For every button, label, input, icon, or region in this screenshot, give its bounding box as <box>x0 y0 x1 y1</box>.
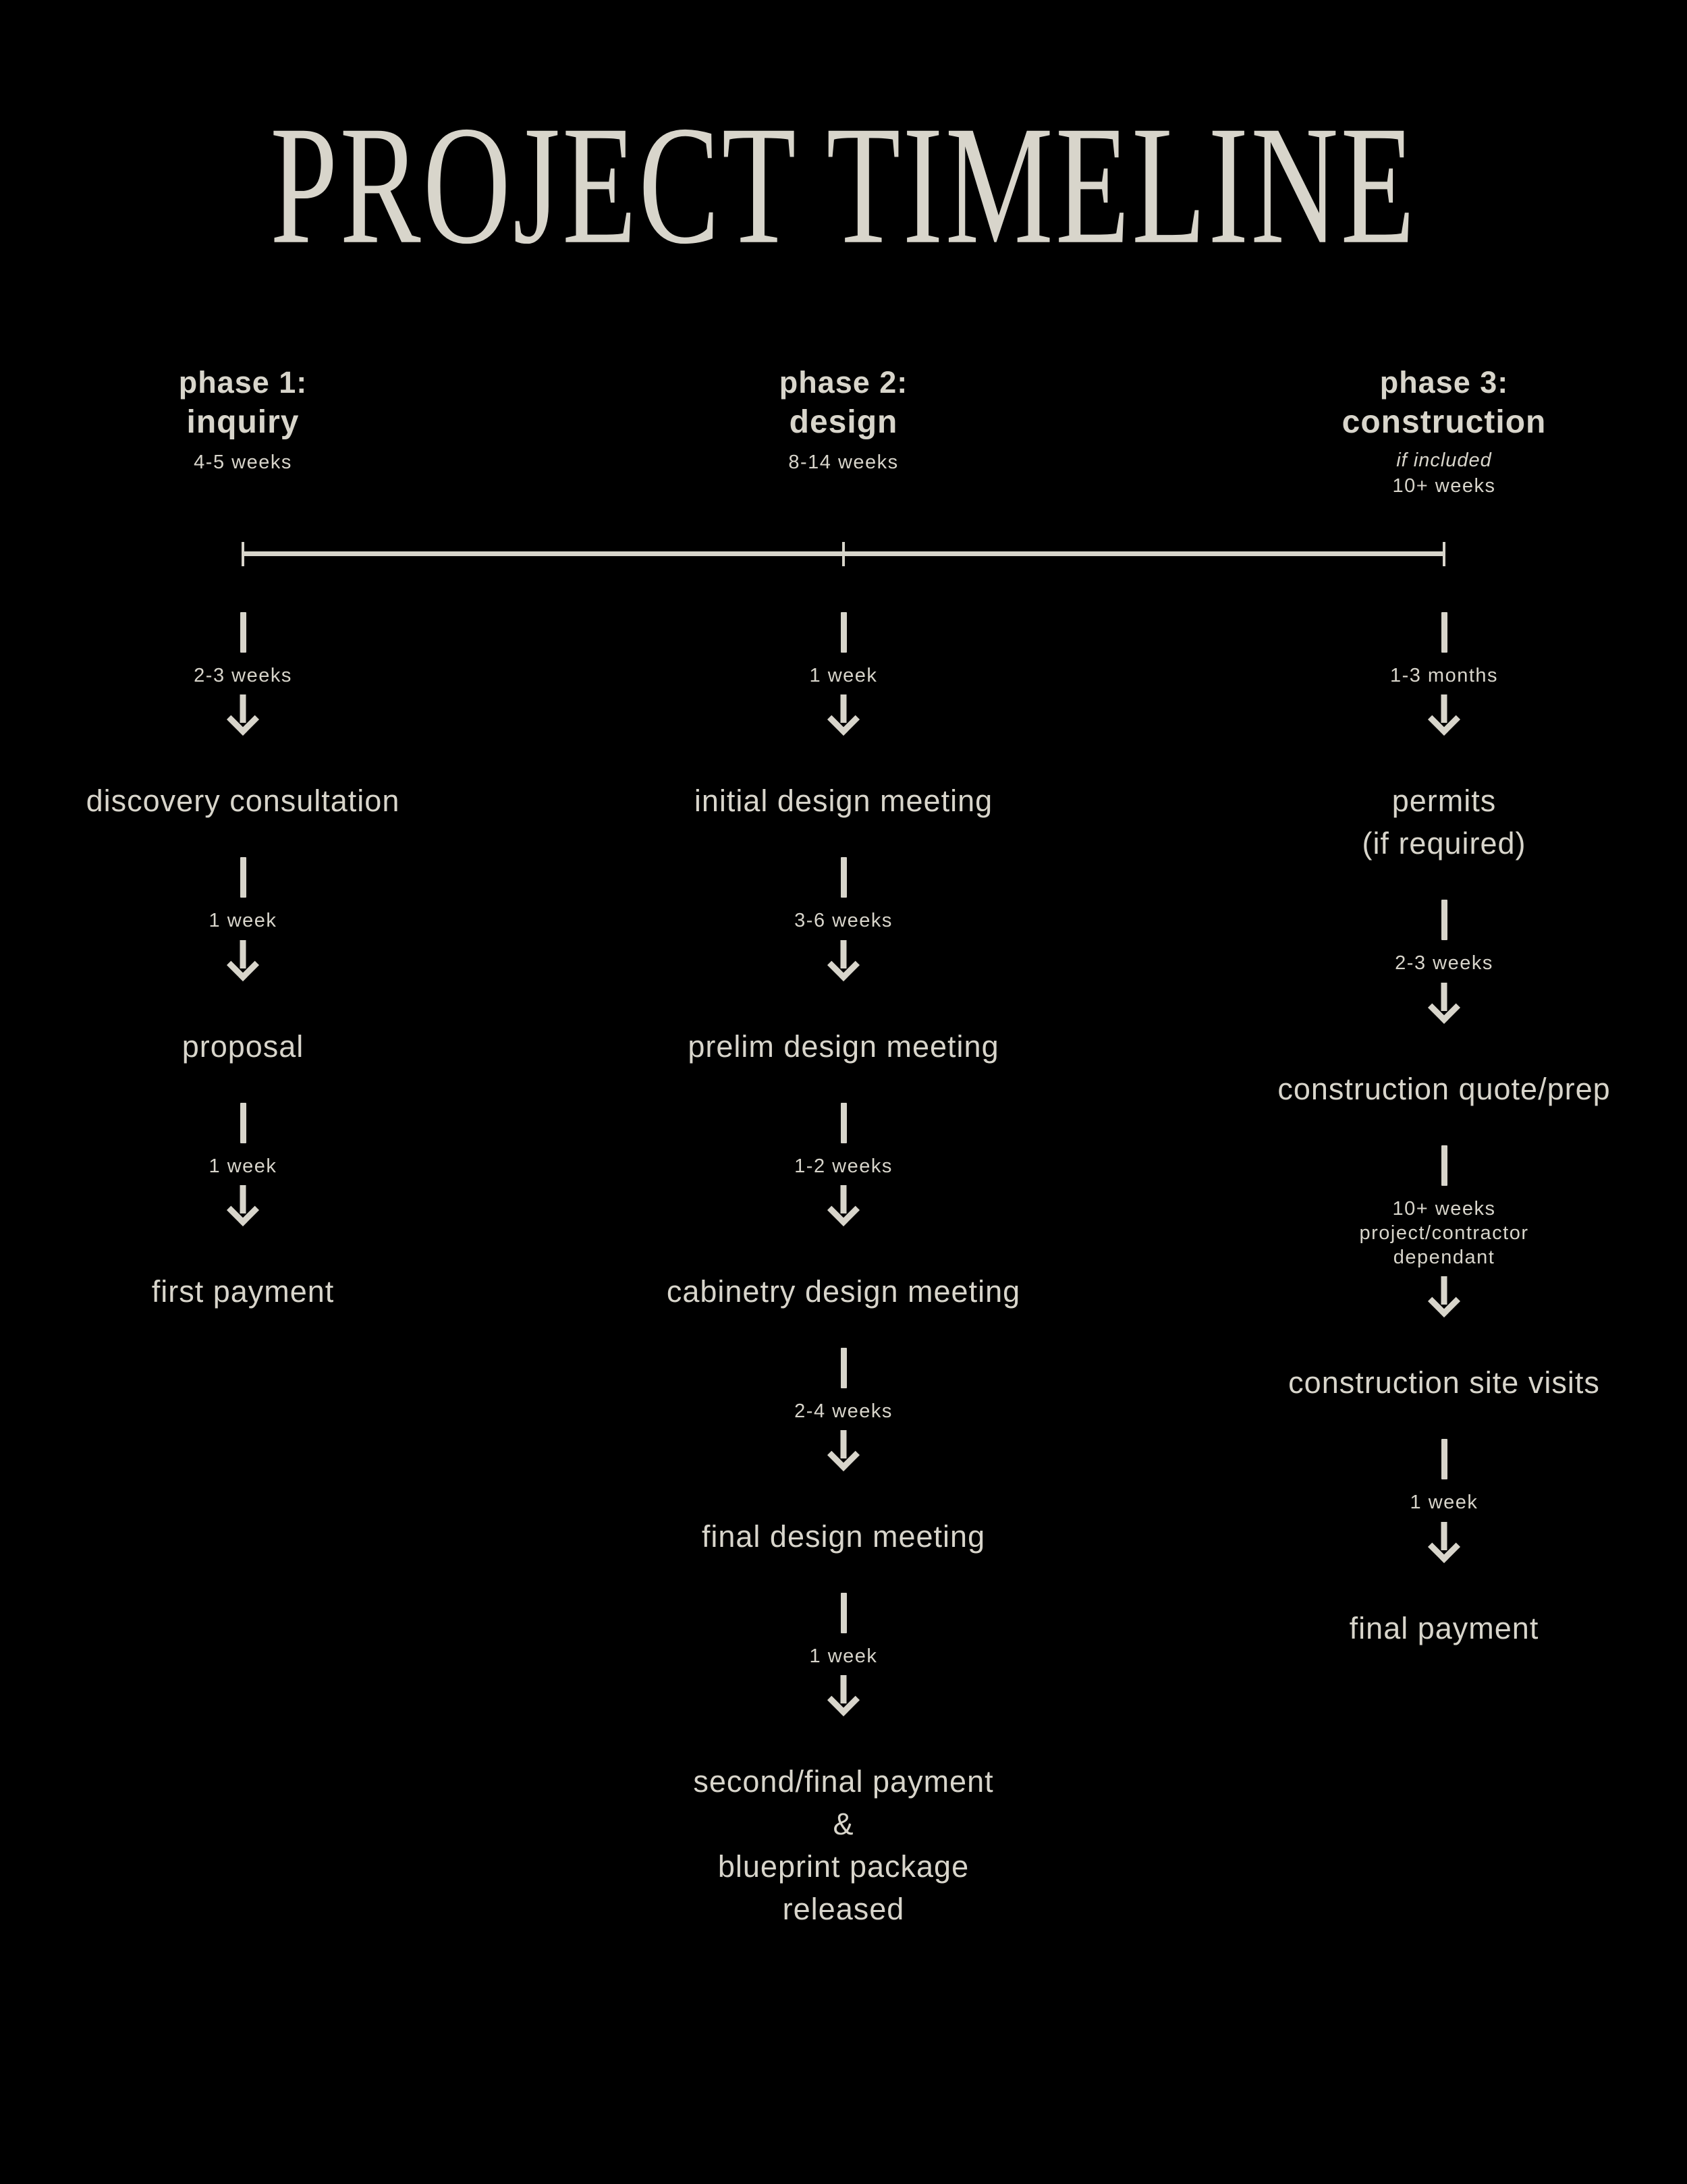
arrow-down-icon <box>827 1430 860 1472</box>
timeline-tick-middle <box>842 541 845 566</box>
node-label: prelim design meeting <box>688 1029 999 1064</box>
arrow-down-icon <box>827 1185 860 1227</box>
connector-line <box>840 612 847 653</box>
phase-3-name: construction <box>1342 404 1547 441</box>
phase-3-duration: 10+ weeks <box>1392 474 1496 497</box>
node-label: first payment <box>151 1274 335 1309</box>
node-label: final payment <box>1349 1610 1539 1645</box>
duration-label: 2-3 weeks <box>1395 952 1493 975</box>
connector-line <box>840 1593 847 1633</box>
connector-line <box>1441 1439 1447 1480</box>
phase-3-column: 1-3 months permits (if required) 2-3 wee… <box>1228 594 1660 1649</box>
duration-label: 10+ weeks project/contractor dependant <box>1359 1197 1529 1269</box>
connector-line <box>1441 1145 1447 1186</box>
connector-line <box>240 612 246 653</box>
arrow-down-icon <box>827 694 860 736</box>
phase-3-header: phase 3: construction if included 10+ we… <box>1228 362 1660 498</box>
timeline-bar <box>242 541 1445 566</box>
arrow-down-icon <box>227 940 259 982</box>
connector-line <box>840 1347 847 1388</box>
phase-1-header: phase 1: inquiry 4-5 weeks <box>27 362 459 474</box>
phase-2-column: 1 week initial design meeting 3-6 weeks … <box>628 594 1059 1930</box>
connector-line <box>240 1102 246 1143</box>
connector-line <box>840 857 847 898</box>
duration-label: 3-6 weeks <box>794 910 893 932</box>
connector-line <box>840 1102 847 1143</box>
node-label: construction site visits <box>1288 1365 1600 1400</box>
timeline-tick-start <box>242 541 244 566</box>
phase-1-label: phase 1: <box>178 365 308 400</box>
arrow-down-icon <box>227 694 259 736</box>
arrow-down-icon <box>827 940 860 982</box>
node-label: final design meeting <box>701 1519 986 1554</box>
arrow-down-icon <box>1428 1276 1460 1318</box>
node-label: second/final payment & blueprint package… <box>693 1764 994 1927</box>
duration-label: 1 week <box>209 910 277 932</box>
arrow-down-icon <box>1428 694 1460 736</box>
phase-2-name: design <box>789 404 898 441</box>
arrow-down-icon <box>827 1675 860 1717</box>
connector-line <box>1441 612 1447 653</box>
node-label: proposal <box>182 1029 304 1064</box>
duration-label: 1-3 months <box>1389 665 1499 686</box>
phase-3-note: if included <box>1396 449 1492 472</box>
duration-label: 1 week <box>809 665 878 686</box>
connector-line <box>240 857 246 898</box>
duration-label: 1 week <box>209 1155 277 1177</box>
phase-3-label: phase 3: <box>1379 365 1509 400</box>
node-label: construction quote/prep <box>1277 1071 1611 1106</box>
node-label: discovery consultation <box>86 784 400 819</box>
duration-label: 2-4 weeks <box>794 1400 893 1422</box>
arrow-down-icon <box>227 1185 259 1227</box>
phase-1-duration: 4-5 weeks <box>194 452 292 474</box>
phase-2-header: phase 2: design 8-14 weeks <box>628 362 1059 474</box>
duration-label: 1 week <box>809 1645 878 1667</box>
duration-label: 1 week <box>1410 1492 1478 1514</box>
phase-2-label: phase 2: <box>779 365 908 400</box>
phase-1-name: inquiry <box>186 404 300 441</box>
phase-2-duration: 8-14 weeks <box>788 452 899 474</box>
arrow-down-icon <box>1428 1522 1460 1564</box>
page-title: PROJECT TIMELINE <box>270 90 1417 279</box>
node-label: initial design meeting <box>694 784 993 819</box>
timeline-tick-end <box>1443 541 1445 566</box>
duration-label: 2-3 weeks <box>194 665 292 686</box>
phase-1-column: 2-3 weeks discovery consultation 1 week … <box>27 594 459 1313</box>
arrow-down-icon <box>1428 983 1460 1025</box>
node-label: cabinetry design meeting <box>666 1274 1021 1309</box>
duration-label: 1-2 weeks <box>794 1155 893 1177</box>
node-label: permits (if required) <box>1362 784 1526 861</box>
connector-line <box>1441 900 1447 941</box>
